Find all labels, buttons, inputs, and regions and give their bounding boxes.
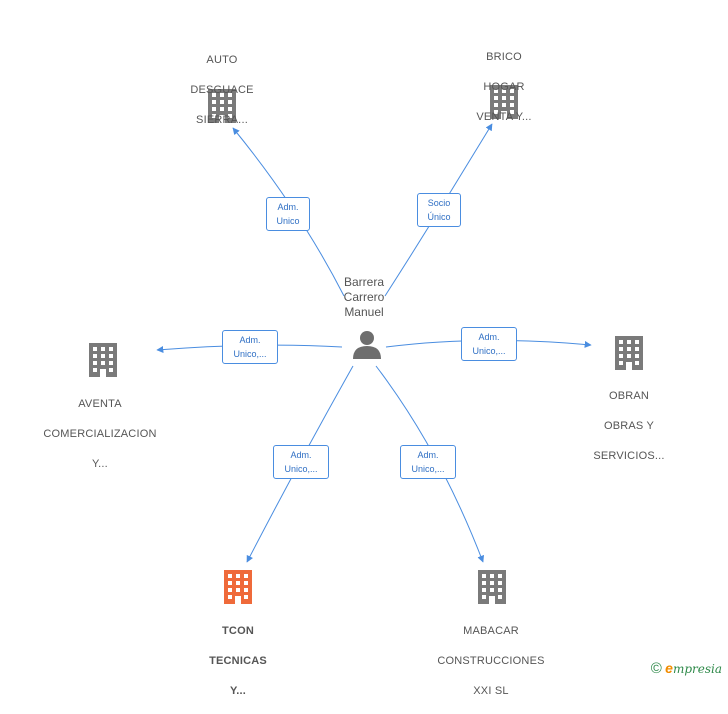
node-label-line: BRICO bbox=[486, 51, 522, 63]
person-name-line: Manuel bbox=[344, 305, 384, 319]
node-label-line: SIERRA... bbox=[196, 114, 248, 126]
person-name[interactable]: Barrera Carrero Manuel bbox=[334, 275, 394, 320]
person-name-line: Carrero bbox=[343, 290, 385, 304]
edge-label-line: Unico,... bbox=[472, 346, 506, 356]
edge-label-line: Adm. bbox=[277, 202, 299, 212]
node-label-line: TECNICAS bbox=[209, 655, 267, 667]
edge-label-line: Socio bbox=[427, 198, 451, 208]
person-icon[interactable] bbox=[353, 331, 381, 359]
node-label-line: Y... bbox=[229, 685, 247, 697]
node-label-line: SERVICIOS... bbox=[593, 450, 665, 462]
node-label-line: HOGAR bbox=[483, 81, 525, 93]
node-label-line: XXI SL bbox=[473, 685, 509, 697]
node-label-line: VENTA Y... bbox=[476, 111, 532, 123]
edge-label-line: Adm. bbox=[478, 332, 500, 342]
edge-label-line: Adm. bbox=[239, 335, 261, 345]
edge-label-line: Adm. bbox=[417, 450, 439, 460]
edge-label-line: Unico,... bbox=[411, 464, 445, 474]
node-label-line: MABACAR bbox=[463, 625, 519, 637]
edge-label-aventa[interactable]: Adm. Unico,... bbox=[222, 330, 278, 364]
node-label-line: AVENTA bbox=[78, 398, 122, 410]
node-label-aventa[interactable]: AVENTA COMERCIALIZACION Y... bbox=[30, 382, 170, 487]
building-icon[interactable] bbox=[615, 336, 643, 370]
edge-label-line: Adm. bbox=[290, 450, 312, 460]
node-label-line: CONSTRUCCIONES bbox=[437, 655, 545, 667]
node-label-auto[interactable]: AUTO DESGUACE SIERRA... bbox=[170, 38, 274, 143]
edge-label-brico[interactable]: Socio Único bbox=[417, 193, 461, 227]
building-icon[interactable] bbox=[89, 343, 117, 377]
node-label-line: COMERCIALIZACION bbox=[43, 428, 157, 440]
node-label-line: AUTO bbox=[206, 54, 238, 66]
edge-label-line: Unico,... bbox=[284, 464, 318, 474]
copyright-icon: © bbox=[650, 660, 662, 677]
edge-label-obran[interactable]: Adm. Unico,... bbox=[461, 327, 517, 361]
node-label-line: OBRAS Y bbox=[603, 420, 655, 432]
node-label-obran[interactable]: OBRAN OBRAS Y SERVICIOS... bbox=[577, 374, 681, 479]
node-label-tcon[interactable]: TCON TECNICAS Y... bbox=[186, 609, 290, 714]
edge-label-tcon[interactable]: Adm. Unico,... bbox=[273, 445, 329, 479]
edge-label-line: Único bbox=[427, 212, 451, 222]
node-label-line: OBRAN bbox=[608, 390, 650, 402]
edge-label-auto[interactable]: Adm. Unico bbox=[266, 197, 310, 231]
edge-label-line: Unico bbox=[276, 216, 300, 226]
person-name-line: Barrera bbox=[343, 275, 384, 289]
building-icon[interactable] bbox=[478, 570, 506, 604]
node-label-mabacar[interactable]: MABACAR CONSTRUCCIONES XXI SL bbox=[426, 609, 556, 714]
brand-rest: mpresia bbox=[672, 662, 722, 676]
node-label-brico[interactable]: BRICO HOGAR VENTA Y... bbox=[452, 35, 556, 140]
relationship-graph bbox=[89, 85, 643, 604]
edge-label-mabacar[interactable]: Adm. Unico,... bbox=[400, 445, 456, 479]
brand-logo: © empresia bbox=[651, 660, 722, 677]
building-icon[interactable] bbox=[224, 570, 252, 604]
brand-e: e bbox=[665, 660, 673, 676]
node-label-line: TCON bbox=[222, 625, 254, 637]
node-label-line: DESGUACE bbox=[190, 84, 254, 96]
node-label-line: Y... bbox=[92, 458, 108, 470]
edge-label-line: Unico,... bbox=[233, 349, 267, 359]
